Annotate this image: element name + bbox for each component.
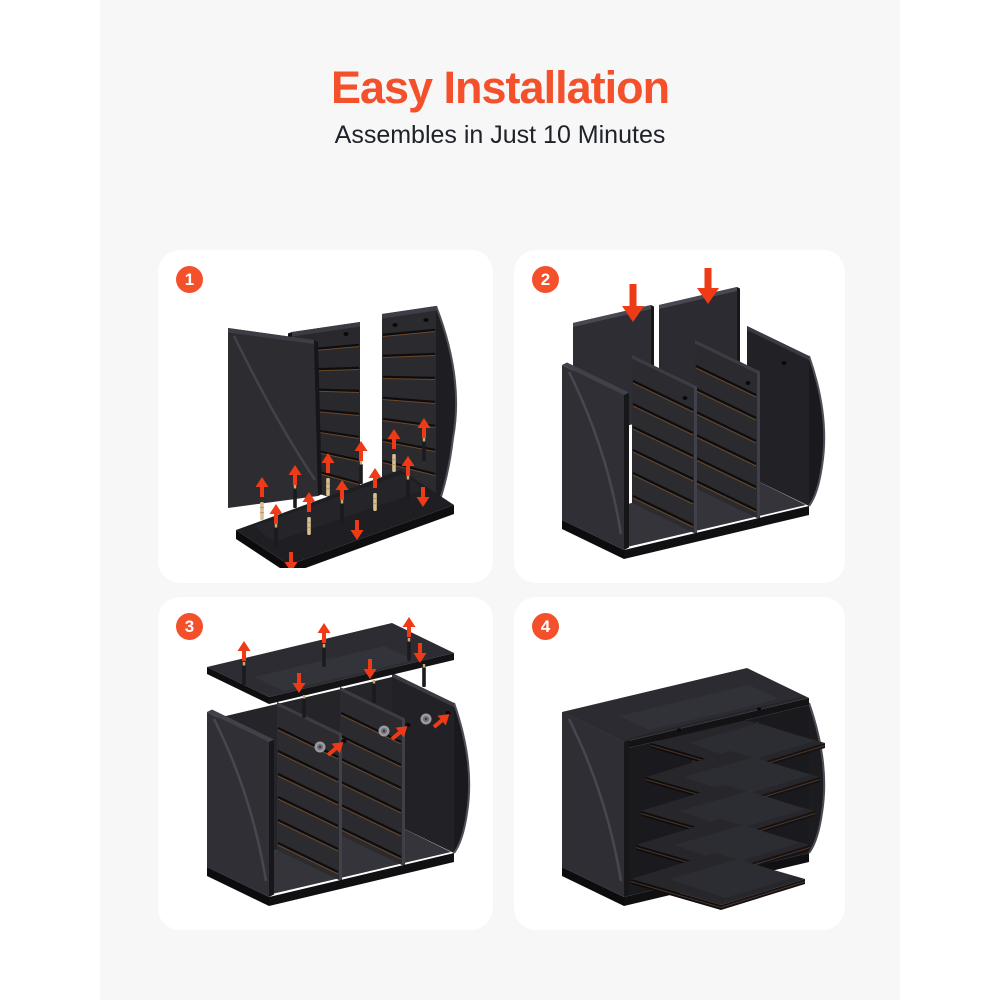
top-board — [562, 668, 809, 749]
step-panel-2: 2 — [514, 250, 845, 583]
step-number-badge: 4 — [532, 613, 559, 640]
step-4-illustration — [562, 668, 826, 910]
step-panel-3: 3 — [158, 597, 493, 930]
base-board — [236, 470, 454, 568]
step-number-badge: 1 — [176, 266, 203, 293]
shelf-boards — [630, 717, 826, 910]
step-1-illustration — [228, 305, 458, 568]
left-side-panel — [228, 328, 322, 508]
left-side-panel — [562, 712, 629, 897]
step-3-illustration — [207, 617, 471, 906]
assembled-frame — [562, 326, 826, 559]
step-number-badge: 3 — [176, 613, 203, 640]
page-title: Easy Installation — [330, 62, 670, 113]
step-number-badge: 2 — [532, 266, 559, 293]
step-panel-1: 1 — [158, 250, 493, 583]
step-panel-4: 4 — [514, 597, 845, 930]
step-2-illustration — [562, 268, 826, 559]
assembled-frame — [207, 673, 471, 906]
top-board-floating — [207, 623, 454, 704]
page-subtitle: Assembles in Just 10 Minutes — [334, 121, 666, 149]
cam-lock-fasteners — [314, 709, 454, 760]
